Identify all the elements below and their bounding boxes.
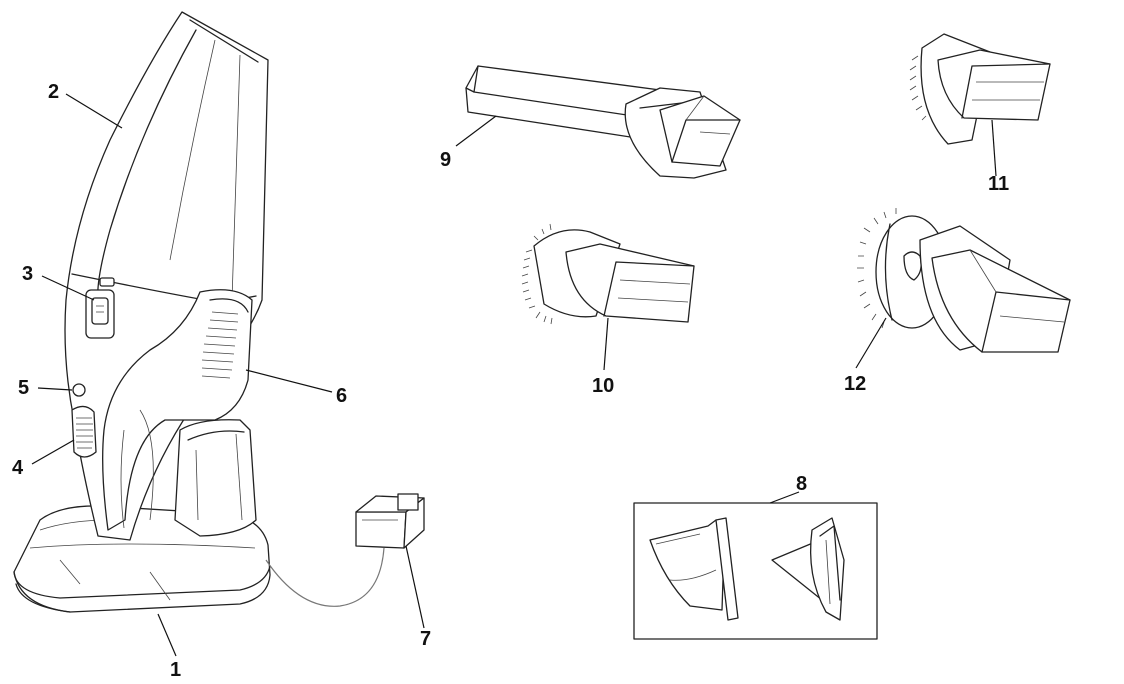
- release-button: [71, 405, 97, 458]
- callout-9: 9: [440, 149, 451, 171]
- charger-adapter: [265, 493, 425, 607]
- callout-3: 3: [22, 263, 33, 285]
- callout-1: 1: [170, 659, 181, 681]
- charging-base: [13, 419, 271, 613]
- upholstery-tool: [909, 33, 1051, 145]
- callout-8: 8: [796, 473, 807, 495]
- vent-grille: [201, 311, 239, 379]
- vacuum-body: [64, 11, 269, 541]
- brush-tool: [521, 223, 695, 325]
- filter-inset: [633, 502, 878, 640]
- callout-6: 6: [336, 385, 347, 407]
- callout-12: 12: [844, 373, 866, 395]
- charging-light: [72, 383, 86, 397]
- callout-numbers: 1 2 3 4 5 6 7 8 9 10 11 12: [12, 81, 1009, 681]
- callout-11: 11: [988, 173, 1009, 195]
- rotating-brush-tool: [857, 208, 1071, 353]
- callout-2: 2: [48, 81, 59, 103]
- callout-10: 10: [592, 375, 614, 397]
- leader-lines: [31, 93, 997, 657]
- power-switch: [85, 289, 115, 339]
- callout-4: 4: [12, 457, 24, 479]
- callout-5: 5: [18, 377, 29, 399]
- callout-7: 7: [420, 628, 431, 650]
- crevice-tool: [465, 65, 741, 179]
